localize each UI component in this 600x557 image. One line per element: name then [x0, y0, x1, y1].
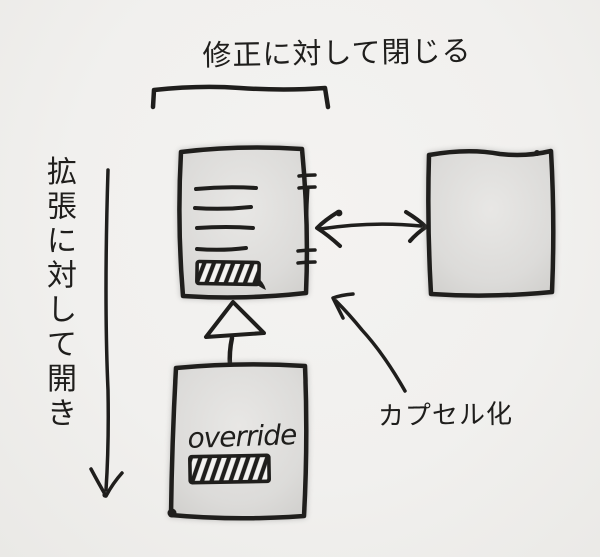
- method-line: [195, 246, 248, 252]
- closed-for-modification-label: 修正に対して閉じる: [202, 34, 472, 73]
- interface-notch: [297, 173, 317, 178]
- method-line: [195, 225, 255, 230]
- collaborator-box-outline: [426, 148, 556, 298]
- subclass-box: override: [167, 362, 309, 521]
- interface-notch: [296, 260, 317, 265]
- encapsulation-label: カプセル化: [378, 400, 514, 432]
- extension-arrow-shaft: [104, 168, 110, 492]
- interface-edge-line: [305, 187, 310, 251]
- open-for-extension-axis: 拡張に対して開き: [47, 155, 124, 498]
- left-arrowhead-icon: [315, 210, 342, 248]
- base-class-box: [177, 145, 317, 300]
- encapsulation-callout: カプセル化: [331, 292, 514, 432]
- encapsulation-arrowhead-icon: [331, 292, 355, 320]
- right-arrowhead-icon: [404, 210, 428, 243]
- association-arrow-shaft: [318, 222, 423, 231]
- ink-blob: [534, 150, 540, 156]
- method-line: [194, 185, 258, 191]
- open-for-extension-label: 拡張に対して開き: [47, 155, 77, 432]
- override-label: override: [187, 418, 297, 455]
- method-line: [193, 205, 253, 211]
- inheritance-triangle-icon: [204, 300, 266, 339]
- ink-drip: [254, 276, 266, 290]
- override-hatched-bar: [188, 453, 271, 485]
- ink-blob: [335, 209, 343, 217]
- interface-notch: [296, 248, 317, 253]
- inheritance-stem: [227, 335, 235, 369]
- closed-for-modification-label-group: 修正に対して閉じる: [150, 34, 472, 110]
- association-arrow: [315, 209, 428, 248]
- encapsulation-arrow-shaft: [334, 299, 407, 393]
- hatched-method-bar: [195, 259, 261, 287]
- collaborator-box: [426, 148, 556, 298]
- top-bracket: [150, 84, 331, 110]
- inheritance-arrow: [204, 300, 266, 369]
- ink-blob: [167, 508, 177, 518]
- interface-notch: [297, 185, 317, 190]
- ink-blob: [102, 492, 108, 498]
